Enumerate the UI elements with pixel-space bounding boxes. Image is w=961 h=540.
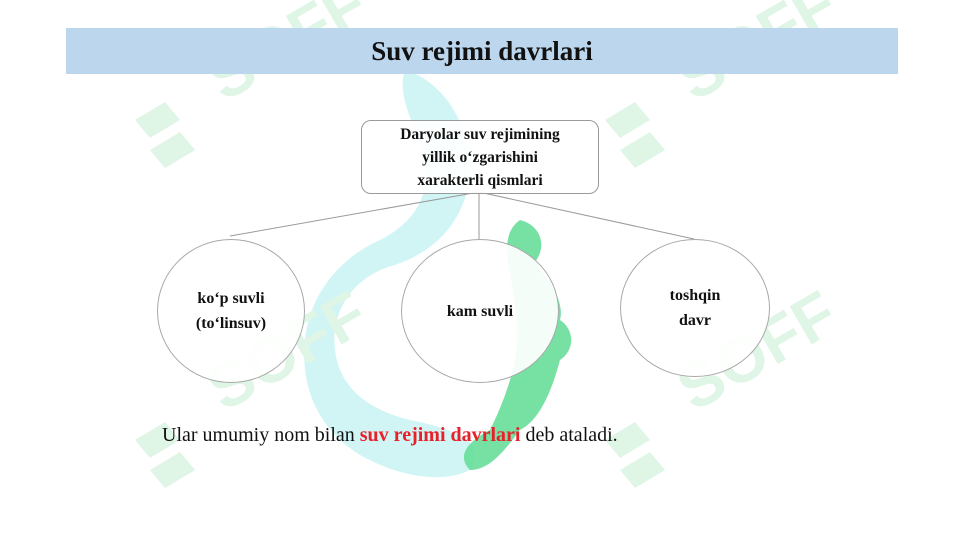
- root-line: yillik o‘zgarishini: [422, 148, 538, 166]
- node-toshqin-davr: toshqin davr: [620, 239, 770, 377]
- connector-to-node-3: [478, 191, 695, 240]
- node-line: (to‘linsuv): [195, 315, 267, 332]
- root-line: Daryolar suv rejimining: [400, 125, 560, 143]
- root-line: xarakterli qismlari: [417, 171, 543, 189]
- caption-after: deb ataladi.: [520, 424, 618, 446]
- caption-sentence: Ular umumiy nom bilan suv rejimi davrlar…: [162, 424, 618, 447]
- node-line: davr: [679, 312, 711, 329]
- node-line: kam suvli: [446, 302, 514, 320]
- caption-highlight: suv rejimi davrlari: [359, 424, 521, 446]
- title-bar: Suv rejimi davrlari: [66, 28, 898, 74]
- root-node: Daryolar suv rejimining yillik o‘zgarish…: [361, 120, 599, 194]
- connector-to-node-1: [229, 191, 480, 237]
- page-title: Suv rejimi davrlari: [371, 35, 593, 66]
- node-kop-suvli: ko‘p suvli (to‘linsuv): [157, 239, 305, 383]
- caption-before: Ular umumiy nom bilan: [162, 424, 360, 446]
- node-kam-suvli: kam suvli: [401, 239, 559, 383]
- node-line: toshqin: [669, 287, 721, 304]
- node-line: ko‘p suvli: [197, 290, 265, 307]
